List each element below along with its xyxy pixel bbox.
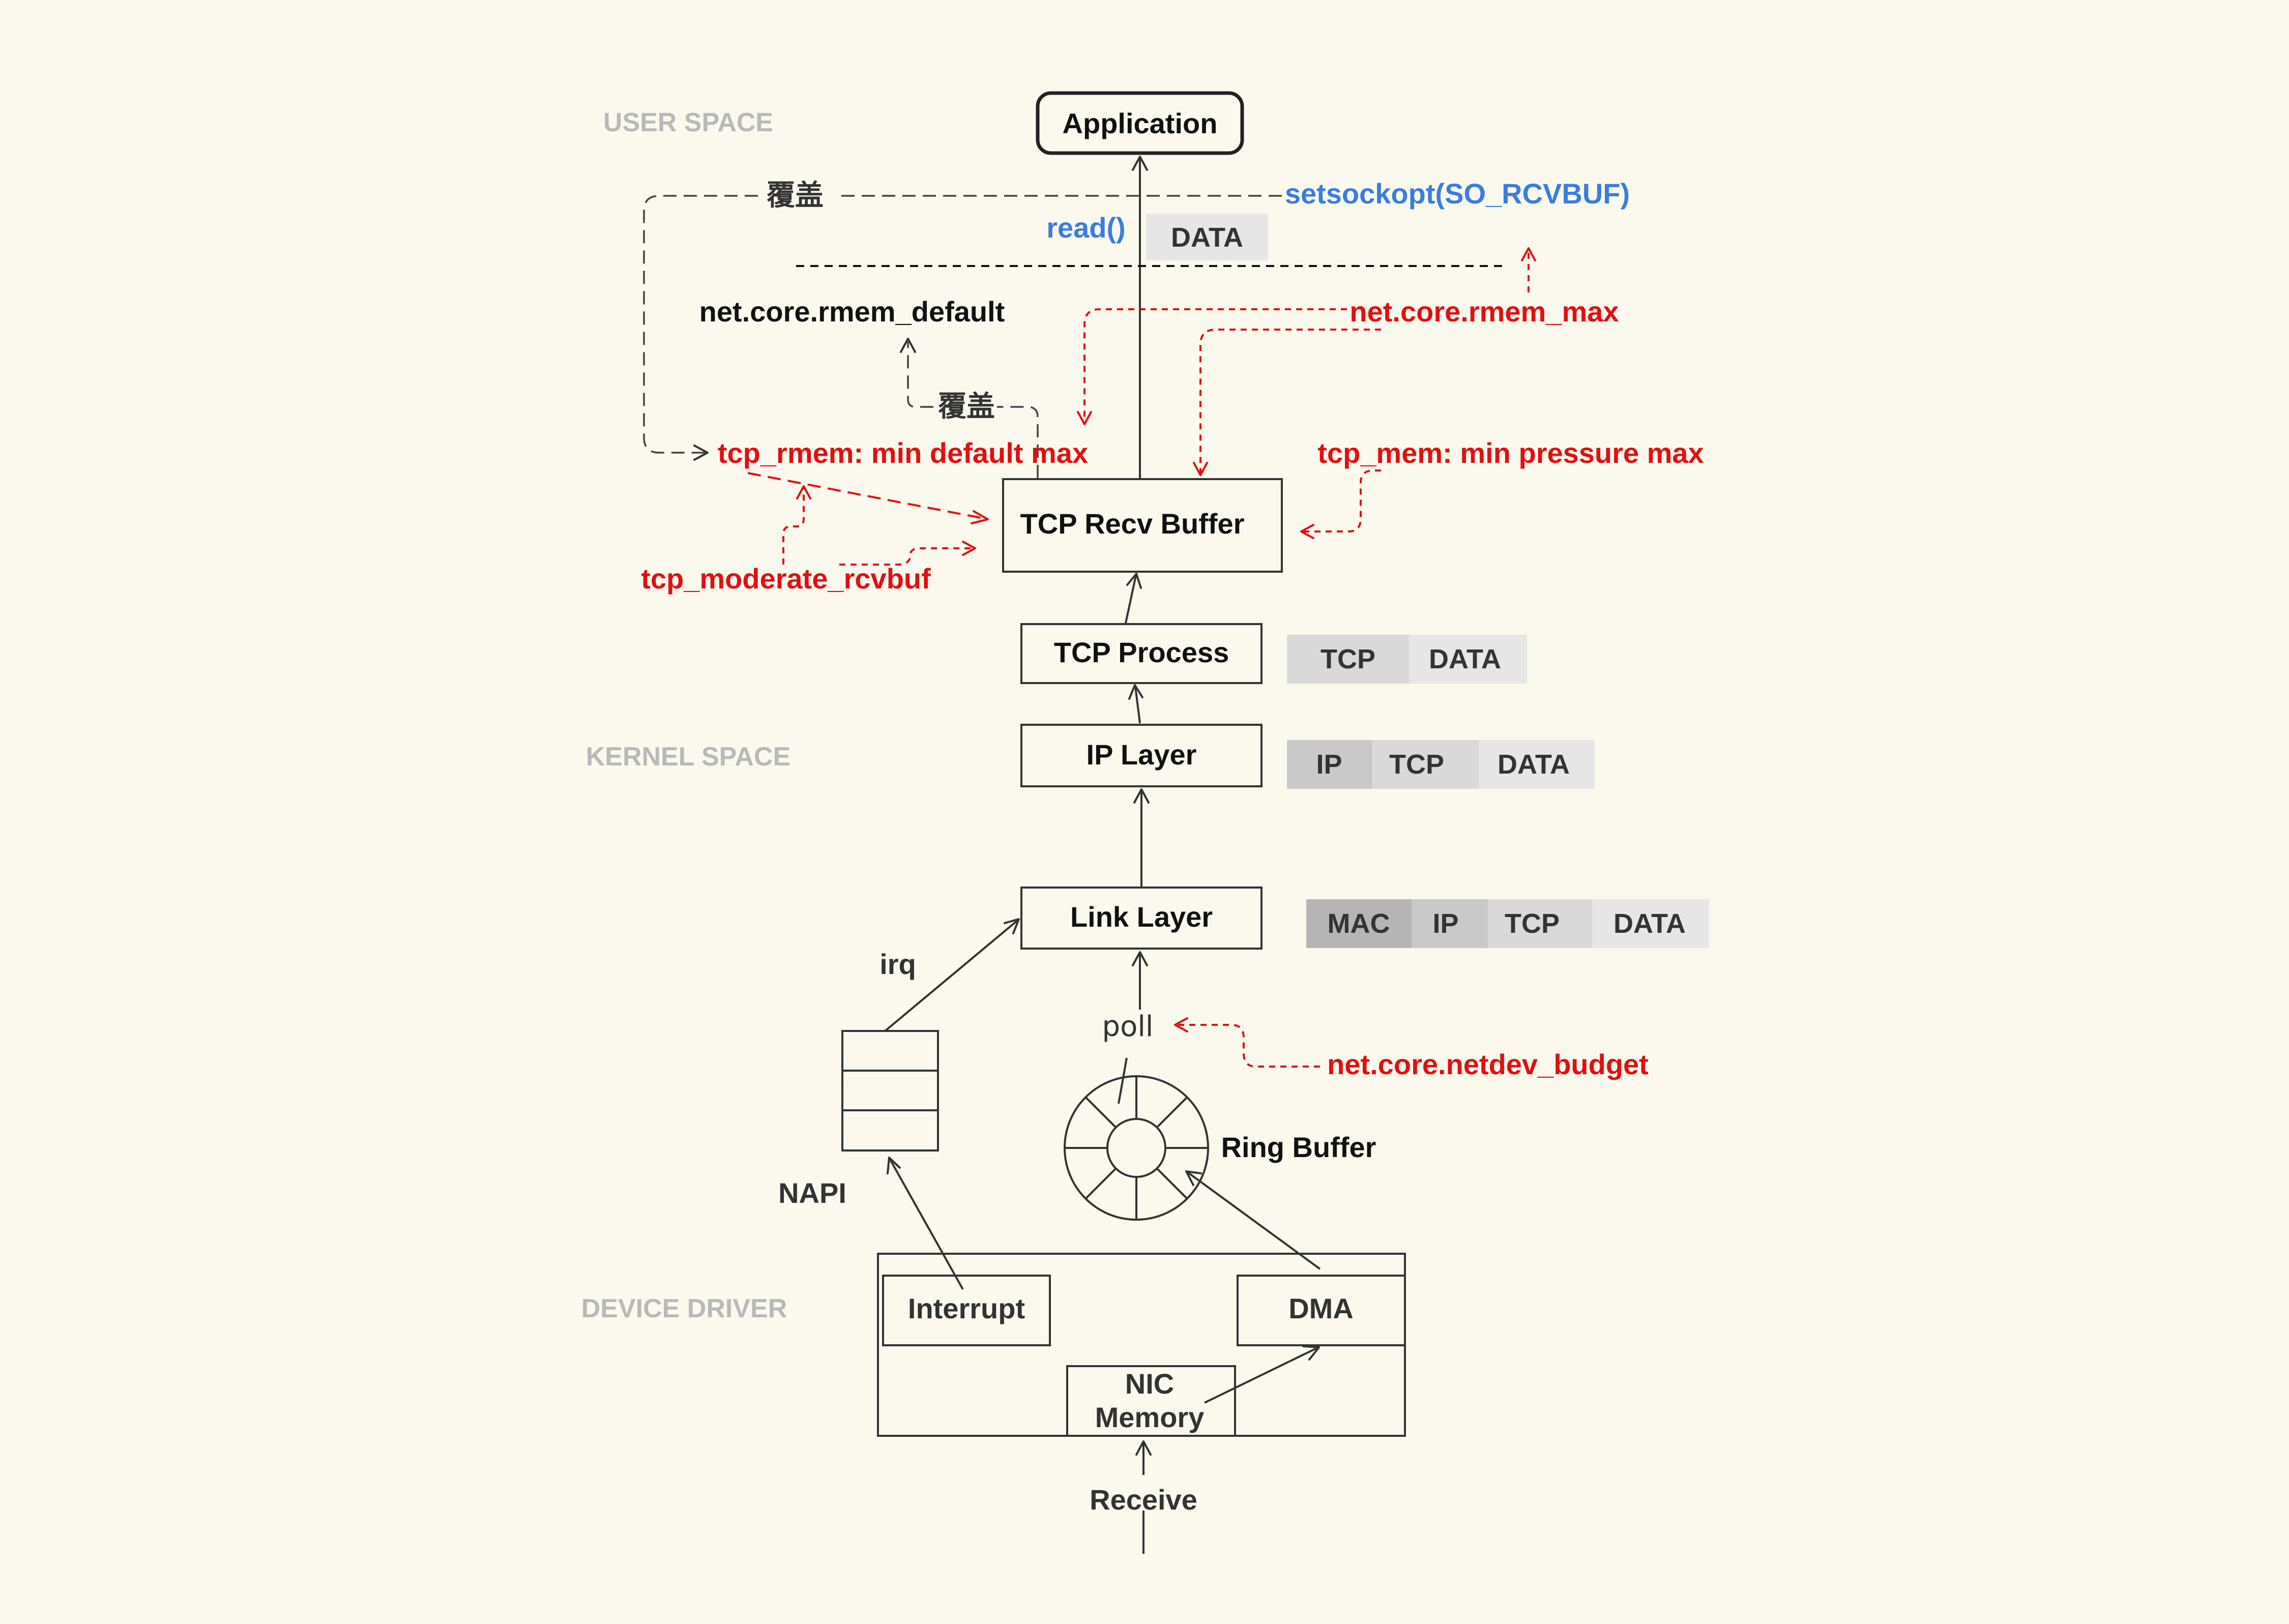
override-line-left — [643, 195, 758, 454]
arrowhead-override-to-tcp-rmem — [693, 445, 709, 461]
section-user-space: USER SPACE — [603, 108, 773, 137]
arrowhead-moderate-recv — [962, 541, 976, 556]
override-label-top: 覆盖 — [767, 179, 824, 212]
moderate-to-tcp-rmem — [782, 487, 805, 565]
tcp-moderate-rcvbuf-label: tcp_moderate_rcvbuf — [641, 563, 931, 595]
packet-tcp-header — [1287, 635, 1409, 684]
packet-link-mac — [1306, 899, 1412, 948]
napi-queue — [841, 1030, 939, 1151]
arrowhead-rmem-default — [900, 338, 916, 353]
packet-link-ip — [1412, 899, 1488, 948]
packet-link: MAC IP TCP DATA — [1306, 899, 1709, 948]
section-kernel-space: KERNEL SPACE — [586, 742, 791, 772]
dma-node: DMA — [1237, 1275, 1406, 1346]
packet-app-data — [1146, 214, 1268, 260]
packet-ip-tcp — [1372, 740, 1479, 789]
arrow-nic-to-dma — [1204, 1347, 1318, 1404]
packet-app: DATA — [1146, 214, 1268, 260]
tcp-rmem-to-recv-buffer — [747, 472, 986, 520]
packet-link-mac-label: MAC — [1328, 908, 1390, 939]
rmem-max-label: net.core.rmem_max — [1349, 296, 1619, 328]
dma-label: DMA — [1288, 1292, 1354, 1324]
nic-memory-label-line2: Memory — [1095, 1401, 1205, 1433]
arrow-to-recv-buffer — [1125, 575, 1137, 624]
arrowhead-setsockopt — [1521, 247, 1536, 261]
packet-app-data-label: DATA — [1171, 222, 1243, 253]
ip-layer-label: IP Layer — [1087, 739, 1197, 771]
tcp-process-label: TCP Process — [1054, 636, 1229, 668]
packet-link-data — [1592, 899, 1709, 948]
arrowhead-recv-buffer — [1126, 573, 1142, 589]
packet-link-tcp — [1488, 899, 1592, 948]
ip-layer-node: IP Layer — [1020, 724, 1263, 787]
section-device-driver: DEVICE DRIVER — [581, 1294, 787, 1323]
packet-ip-data — [1479, 740, 1595, 789]
packet-ip-data-label: DATA — [1498, 749, 1570, 780]
arrowhead-ip-layer — [1133, 788, 1150, 804]
tcp-process-node: TCP Process — [1020, 623, 1263, 684]
tcp-mem-label: tcp_mem: min pressure max — [1317, 437, 1704, 469]
arrowhead-napi — [887, 1157, 901, 1174]
arrowhead-rmem-max-recv — [1193, 462, 1208, 476]
link-layer-node: Link Layer — [1020, 887, 1263, 950]
tcp-recv-buffer-node: TCP Recv Buffer — [1002, 478, 1283, 573]
arrowhead-dma — [1302, 1345, 1320, 1361]
arrowhead-poll — [1132, 951, 1148, 966]
packet-link-data-label: DATA — [1613, 908, 1686, 939]
ring-buffer — [1064, 1075, 1209, 1221]
receive-label: Receive — [1090, 1484, 1197, 1516]
packet-tcp-data — [1409, 635, 1527, 684]
tcp-rmem-label: tcp_rmem: min default max — [718, 437, 1088, 469]
override-mid-right — [997, 406, 1039, 478]
application-label: Application — [1063, 107, 1218, 139]
link-layer-label: Link Layer — [1070, 901, 1213, 933]
arrowhead-moderate-tcp-rmem — [796, 485, 811, 499]
nic-memory-node: NIC Memory — [1066, 1365, 1236, 1437]
receive-label-bg — [1089, 1475, 1200, 1511]
arrowhead-tcp-mem — [1300, 524, 1314, 539]
interrupt-node: Interrupt — [882, 1275, 1051, 1346]
irq-label: irq — [879, 948, 916, 980]
packet-tcp-data-label: DATA — [1429, 644, 1501, 674]
application-node: Application — [1036, 91, 1244, 155]
packet-ip-tcp-label: TCP — [1389, 749, 1444, 780]
packet-link-ip-label: IP — [1432, 908, 1458, 939]
netdev-budget-to-poll — [1176, 1024, 1320, 1068]
ring-to-poll-line — [1118, 1057, 1128, 1104]
netdev-budget-label: net.core.netdev_budget — [1327, 1048, 1649, 1080]
arrow-interrupt-to-napi — [889, 1159, 964, 1290]
packet-ip-header — [1287, 740, 1372, 789]
arrowhead-application — [1132, 156, 1148, 171]
arrowhead-netdev-budget — [1174, 1017, 1188, 1032]
arrowhead-ring — [1185, 1170, 1202, 1186]
arrowhead-receive — [1135, 1440, 1152, 1456]
ring-buffer-label: Ring Buffer — [1221, 1131, 1376, 1163]
packet-tcp: TCP DATA — [1287, 635, 1527, 684]
tcp-recv-buffer-label: TCP Recv Buffer — [1020, 508, 1245, 540]
packet-ip-header-label: IP — [1316, 749, 1342, 780]
arrowhead-irq — [1004, 918, 1020, 934]
packet-link-tcp-label: TCP — [1505, 908, 1560, 939]
rmem-max-to-tcp-rmem — [1083, 308, 1347, 423]
interrupt-label: Interrupt — [908, 1292, 1025, 1324]
read-call-label: read() — [1046, 212, 1126, 244]
poll-label: poll — [1102, 1010, 1154, 1043]
override-mid-left — [907, 342, 933, 408]
packet-tcp-header-label: TCP — [1320, 644, 1375, 674]
nic-memory-label-line1: NIC — [1125, 1368, 1174, 1400]
rmem-default-label: net.core.rmem_default — [699, 296, 1005, 328]
arrow-to-tcp-process — [1134, 686, 1141, 724]
setsockopt-label: setsockopt(SO_RCVBUF) — [1285, 178, 1630, 210]
napi-label: NAPI — [778, 1177, 846, 1209]
arrowhead-tcp-process — [1128, 684, 1143, 700]
arrowhead-tcp-rmem-recv — [971, 510, 989, 524]
tcp-mem-to-recv-buffer — [1302, 469, 1381, 533]
packet-ip: IP TCP DATA — [1287, 740, 1595, 789]
override-label-mid: 覆盖 — [938, 390, 995, 423]
arrow-irq — [884, 920, 1018, 1032]
arrowhead-rmem-max-tcp-rmem — [1077, 411, 1092, 425]
